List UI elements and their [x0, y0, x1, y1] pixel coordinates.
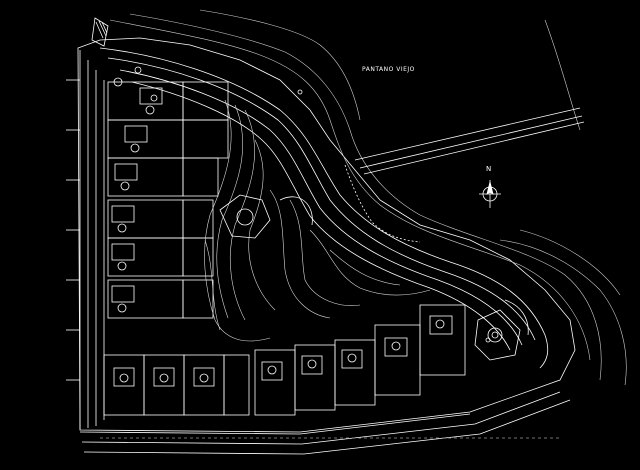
left-plot-column — [107, 81, 229, 319]
ravine-contours — [204, 99, 431, 342]
hatched-corner — [91, 17, 109, 47]
north-label: N — [486, 165, 492, 173]
left-streets — [66, 50, 105, 430]
bottom-streets — [79, 391, 571, 455]
landscape-features — [113, 66, 491, 343]
reservoir-label: PANTANO VIEJO — [362, 66, 415, 73]
terrain-contours — [109, 9, 627, 386]
dam-edge — [344, 164, 421, 243]
bottom-plot-row — [103, 304, 466, 416]
main-road — [99, 47, 549, 369]
right-roundabout — [474, 299, 529, 361]
central-plaza — [219, 194, 313, 239]
reservoir-access-road — [354, 107, 585, 175]
north-arrow-icon — [479, 180, 501, 208]
site-boundary — [77, 37, 576, 433]
